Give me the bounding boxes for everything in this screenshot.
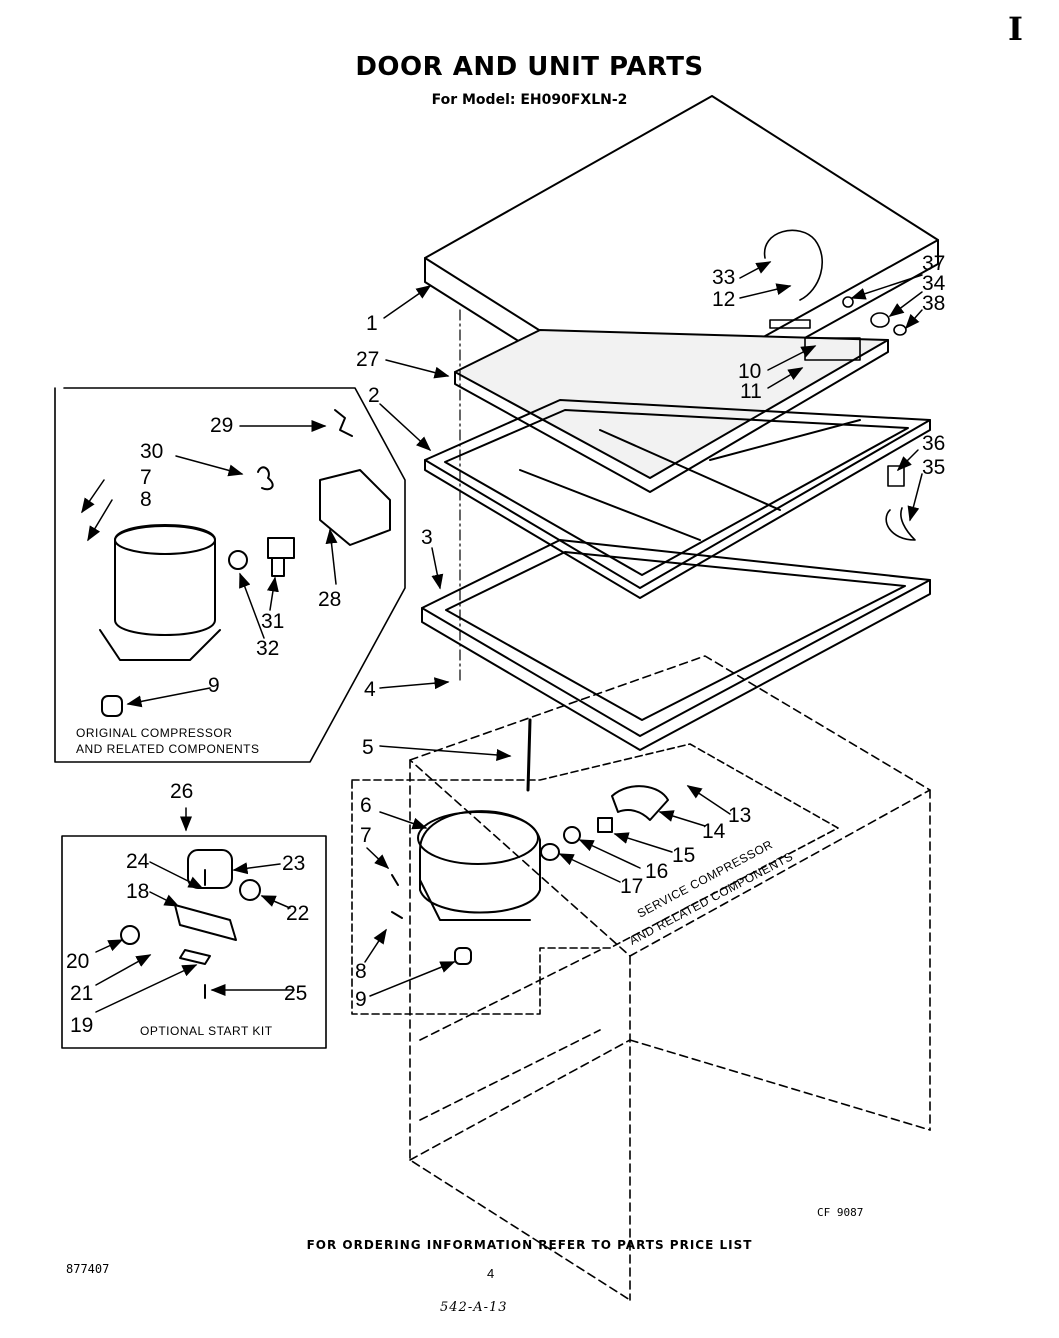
callout-25: 25 bbox=[284, 982, 307, 1005]
callout-1: 1 bbox=[366, 312, 378, 335]
callout-13: 13 bbox=[728, 804, 751, 827]
cabinet-outline bbox=[409, 655, 931, 1301]
callout-18: 18 bbox=[126, 880, 149, 903]
callout-8-original: 8 bbox=[140, 488, 152, 511]
callout-12: 12 bbox=[712, 288, 735, 311]
callout-31: 31 bbox=[261, 610, 284, 633]
callout-9-original: 9 bbox=[208, 674, 220, 697]
callout-10: 10 bbox=[738, 360, 761, 383]
original-compressor-box bbox=[54, 387, 406, 763]
callout-7-service: 7 bbox=[360, 824, 372, 847]
callout-15: 15 bbox=[672, 844, 695, 867]
corner-mark: I bbox=[1008, 10, 1023, 48]
callout-33: 33 bbox=[712, 266, 735, 289]
callout-28: 28 bbox=[318, 588, 341, 611]
door-insulation bbox=[454, 329, 889, 493]
callout-23: 23 bbox=[282, 852, 305, 875]
callout-17: 17 bbox=[620, 875, 643, 898]
callout-4: 4 bbox=[364, 678, 376, 701]
callout-9-service: 9 bbox=[355, 988, 367, 1011]
page-number: 4 bbox=[487, 1266, 495, 1281]
figure-code: CF 9087 bbox=[817, 1206, 864, 1219]
callout-36: 36 bbox=[922, 432, 945, 455]
callout-32: 32 bbox=[256, 637, 279, 660]
callout-16: 16 bbox=[645, 860, 668, 883]
callout-29: 29 bbox=[210, 414, 233, 437]
optional-start-kit-box bbox=[61, 835, 327, 1049]
callout-22: 22 bbox=[286, 902, 309, 925]
door-gasket bbox=[421, 539, 931, 751]
caption-original-line2: AND RELATED COMPONENTS bbox=[76, 742, 259, 756]
page-title: DOOR AND UNIT PARTS bbox=[355, 52, 704, 82]
callout-37: 37 bbox=[922, 252, 945, 275]
callout-3: 3 bbox=[421, 526, 433, 549]
callout-27: 27 bbox=[356, 348, 379, 371]
callout-21: 21 bbox=[70, 982, 93, 1005]
callout-26: 26 bbox=[170, 780, 193, 803]
callout-20: 20 bbox=[66, 950, 89, 973]
callout-30: 30 bbox=[140, 440, 163, 463]
callout-38: 38 bbox=[922, 292, 945, 315]
ordering-note: FOR ORDERING INFORMATION REFER TO PARTS … bbox=[306, 1238, 753, 1252]
latch-parts bbox=[885, 465, 916, 541]
callout-2: 2 bbox=[368, 384, 380, 407]
caption-start-kit: OPTIONAL START KIT bbox=[140, 1024, 273, 1038]
callout-5: 5 bbox=[362, 736, 374, 759]
model-subtitle: For Model: EH090FXLN-2 bbox=[431, 92, 628, 108]
callout-6: 6 bbox=[360, 794, 372, 817]
hinge-assembly bbox=[763, 229, 907, 361]
callout-numbers: 1 2 3 4 5 6 7 8 9 10 11 12 13 14 15 16 1… bbox=[66, 252, 946, 1037]
door-liner bbox=[424, 399, 931, 599]
service-compressor-box bbox=[351, 718, 839, 1015]
callout-11: 11 bbox=[740, 380, 762, 403]
handwritten-note: 542-A-13 bbox=[440, 1300, 508, 1315]
callout-8-service: 8 bbox=[355, 960, 367, 983]
callout-35: 35 bbox=[922, 456, 945, 479]
leader-lines bbox=[81, 261, 923, 1013]
document-number: 877407 bbox=[66, 1262, 110, 1276]
callout-34: 34 bbox=[922, 272, 946, 295]
callout-19: 19 bbox=[70, 1014, 93, 1037]
callout-7-original: 7 bbox=[140, 466, 152, 489]
callout-14: 14 bbox=[702, 820, 726, 843]
group-captions: ORIGINAL COMPRESSOR AND RELATED COMPONEN… bbox=[76, 726, 795, 1038]
callout-24: 24 bbox=[126, 850, 150, 873]
caption-original-line1: ORIGINAL COMPRESSOR bbox=[76, 726, 232, 740]
